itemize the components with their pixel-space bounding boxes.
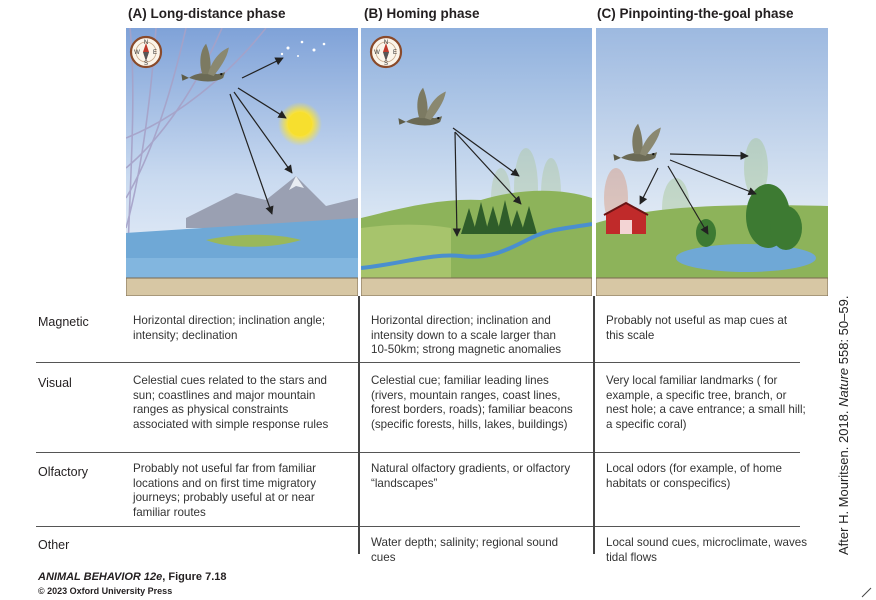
panel-b-title: (B) Homing phase	[364, 6, 480, 21]
compass-e-label: E	[393, 50, 397, 56]
compass-w-label: W	[374, 50, 380, 56]
compass-s-label: S	[384, 61, 388, 67]
source-journal: Nature	[836, 367, 851, 407]
compass-n-label: N	[144, 40, 148, 46]
compass-w-label: W	[134, 50, 140, 56]
source-citation: After H. Mouritsen. 2018. Nature 558: 50…	[836, 296, 851, 555]
row-label-olfactory: Olfactory	[38, 465, 89, 479]
row-divider	[36, 526, 800, 527]
figure-number: , Figure 7.18	[162, 571, 227, 583]
stars-icon	[280, 40, 326, 57]
book-credit: ANIMAL BEHAVIOR 12e, Figure 7.18	[38, 571, 227, 583]
panel-c-illustration	[596, 28, 828, 296]
compass-n-label: N	[384, 40, 388, 46]
panel-a-illustration: N E S W	[126, 28, 358, 296]
barn-icon	[603, 201, 649, 234]
cell-visual-homing: Celestial cue; familiar leading lines(ri…	[371, 374, 573, 431]
book-title: ANIMAL BEHAVIOR 12e	[38, 571, 163, 583]
panel-b-illustration: N E S W	[361, 28, 592, 296]
column-divider	[593, 296, 595, 554]
source-prefix: After H. Mouritsen. 2018.	[836, 406, 851, 555]
column-divider	[358, 296, 360, 554]
panel-a-title: (A) Long-distance phase	[128, 6, 286, 21]
corner-mark-icon	[861, 587, 872, 598]
copyright: © 2023 Oxford University Press	[38, 586, 173, 596]
compass-e-label: E	[153, 50, 157, 56]
cell-olfactory-homing: Natural olfactory gradients, or olfactor…	[371, 462, 571, 490]
panel-c-title: (C) Pinpointing-the-goal phase	[597, 6, 794, 21]
row-label-other: Other	[38, 538, 70, 552]
row-label-magnetic: Magnetic	[38, 315, 89, 329]
cell-magnetic-long: Horizontal direction; inclination angle;…	[133, 314, 326, 342]
row-divider	[36, 452, 800, 453]
row-label-visual: Visual	[38, 376, 72, 390]
source-suffix: 558: 50–59.	[836, 295, 851, 368]
row-divider	[36, 362, 800, 363]
compass-s-label: S	[144, 61, 148, 67]
